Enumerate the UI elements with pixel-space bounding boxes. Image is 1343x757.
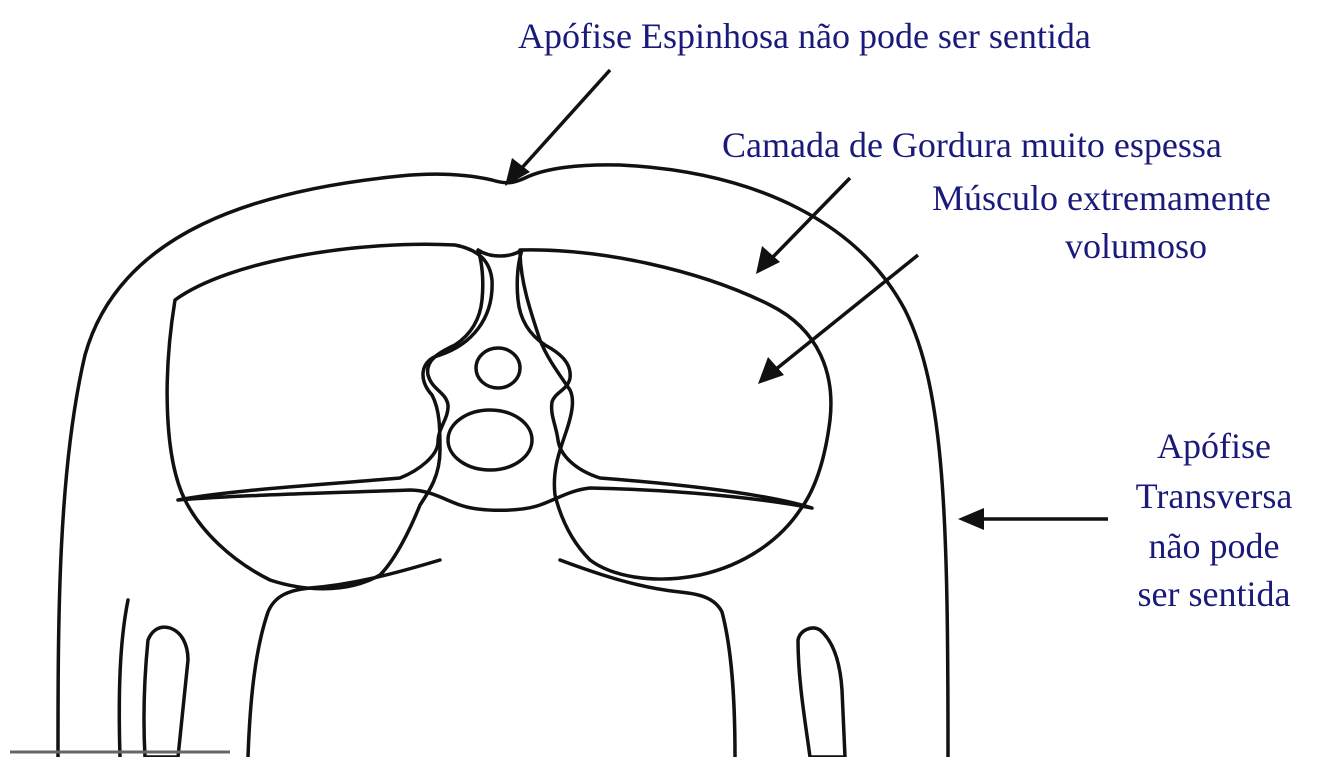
label-muscle-line2: volumoso <box>1065 226 1207 266</box>
body-inner-contour-right <box>560 560 735 757</box>
label-transverse-line1: Apófise <box>1157 426 1271 466</box>
label-transverse-line2: Transversa <box>1136 476 1293 516</box>
label-muscle-line1: Músculo extremamente <box>932 178 1271 218</box>
rib-right <box>798 628 845 757</box>
body-outer-contour <box>58 165 948 757</box>
label-transverse-line3: não pode <box>1149 526 1280 566</box>
spinal-canal <box>476 348 520 388</box>
body-inner-contour-left-lower <box>119 600 128 757</box>
arrow-fat-layer <box>756 178 850 274</box>
label-transverse-line4: ser sentida <box>1138 574 1291 614</box>
muscle-right <box>520 250 831 579</box>
rib-left <box>144 627 188 757</box>
vertebral-body <box>448 410 532 470</box>
arrow-transverse <box>958 508 1108 530</box>
body-inner-contour <box>248 560 440 757</box>
arrow-muscle <box>758 255 918 384</box>
muscle-left <box>167 244 492 589</box>
label-fat-layer: Camada de Gordura muito espessa <box>722 125 1222 165</box>
label-spinous: Apófise Espinhosa não pode ser sentida <box>518 16 1091 56</box>
